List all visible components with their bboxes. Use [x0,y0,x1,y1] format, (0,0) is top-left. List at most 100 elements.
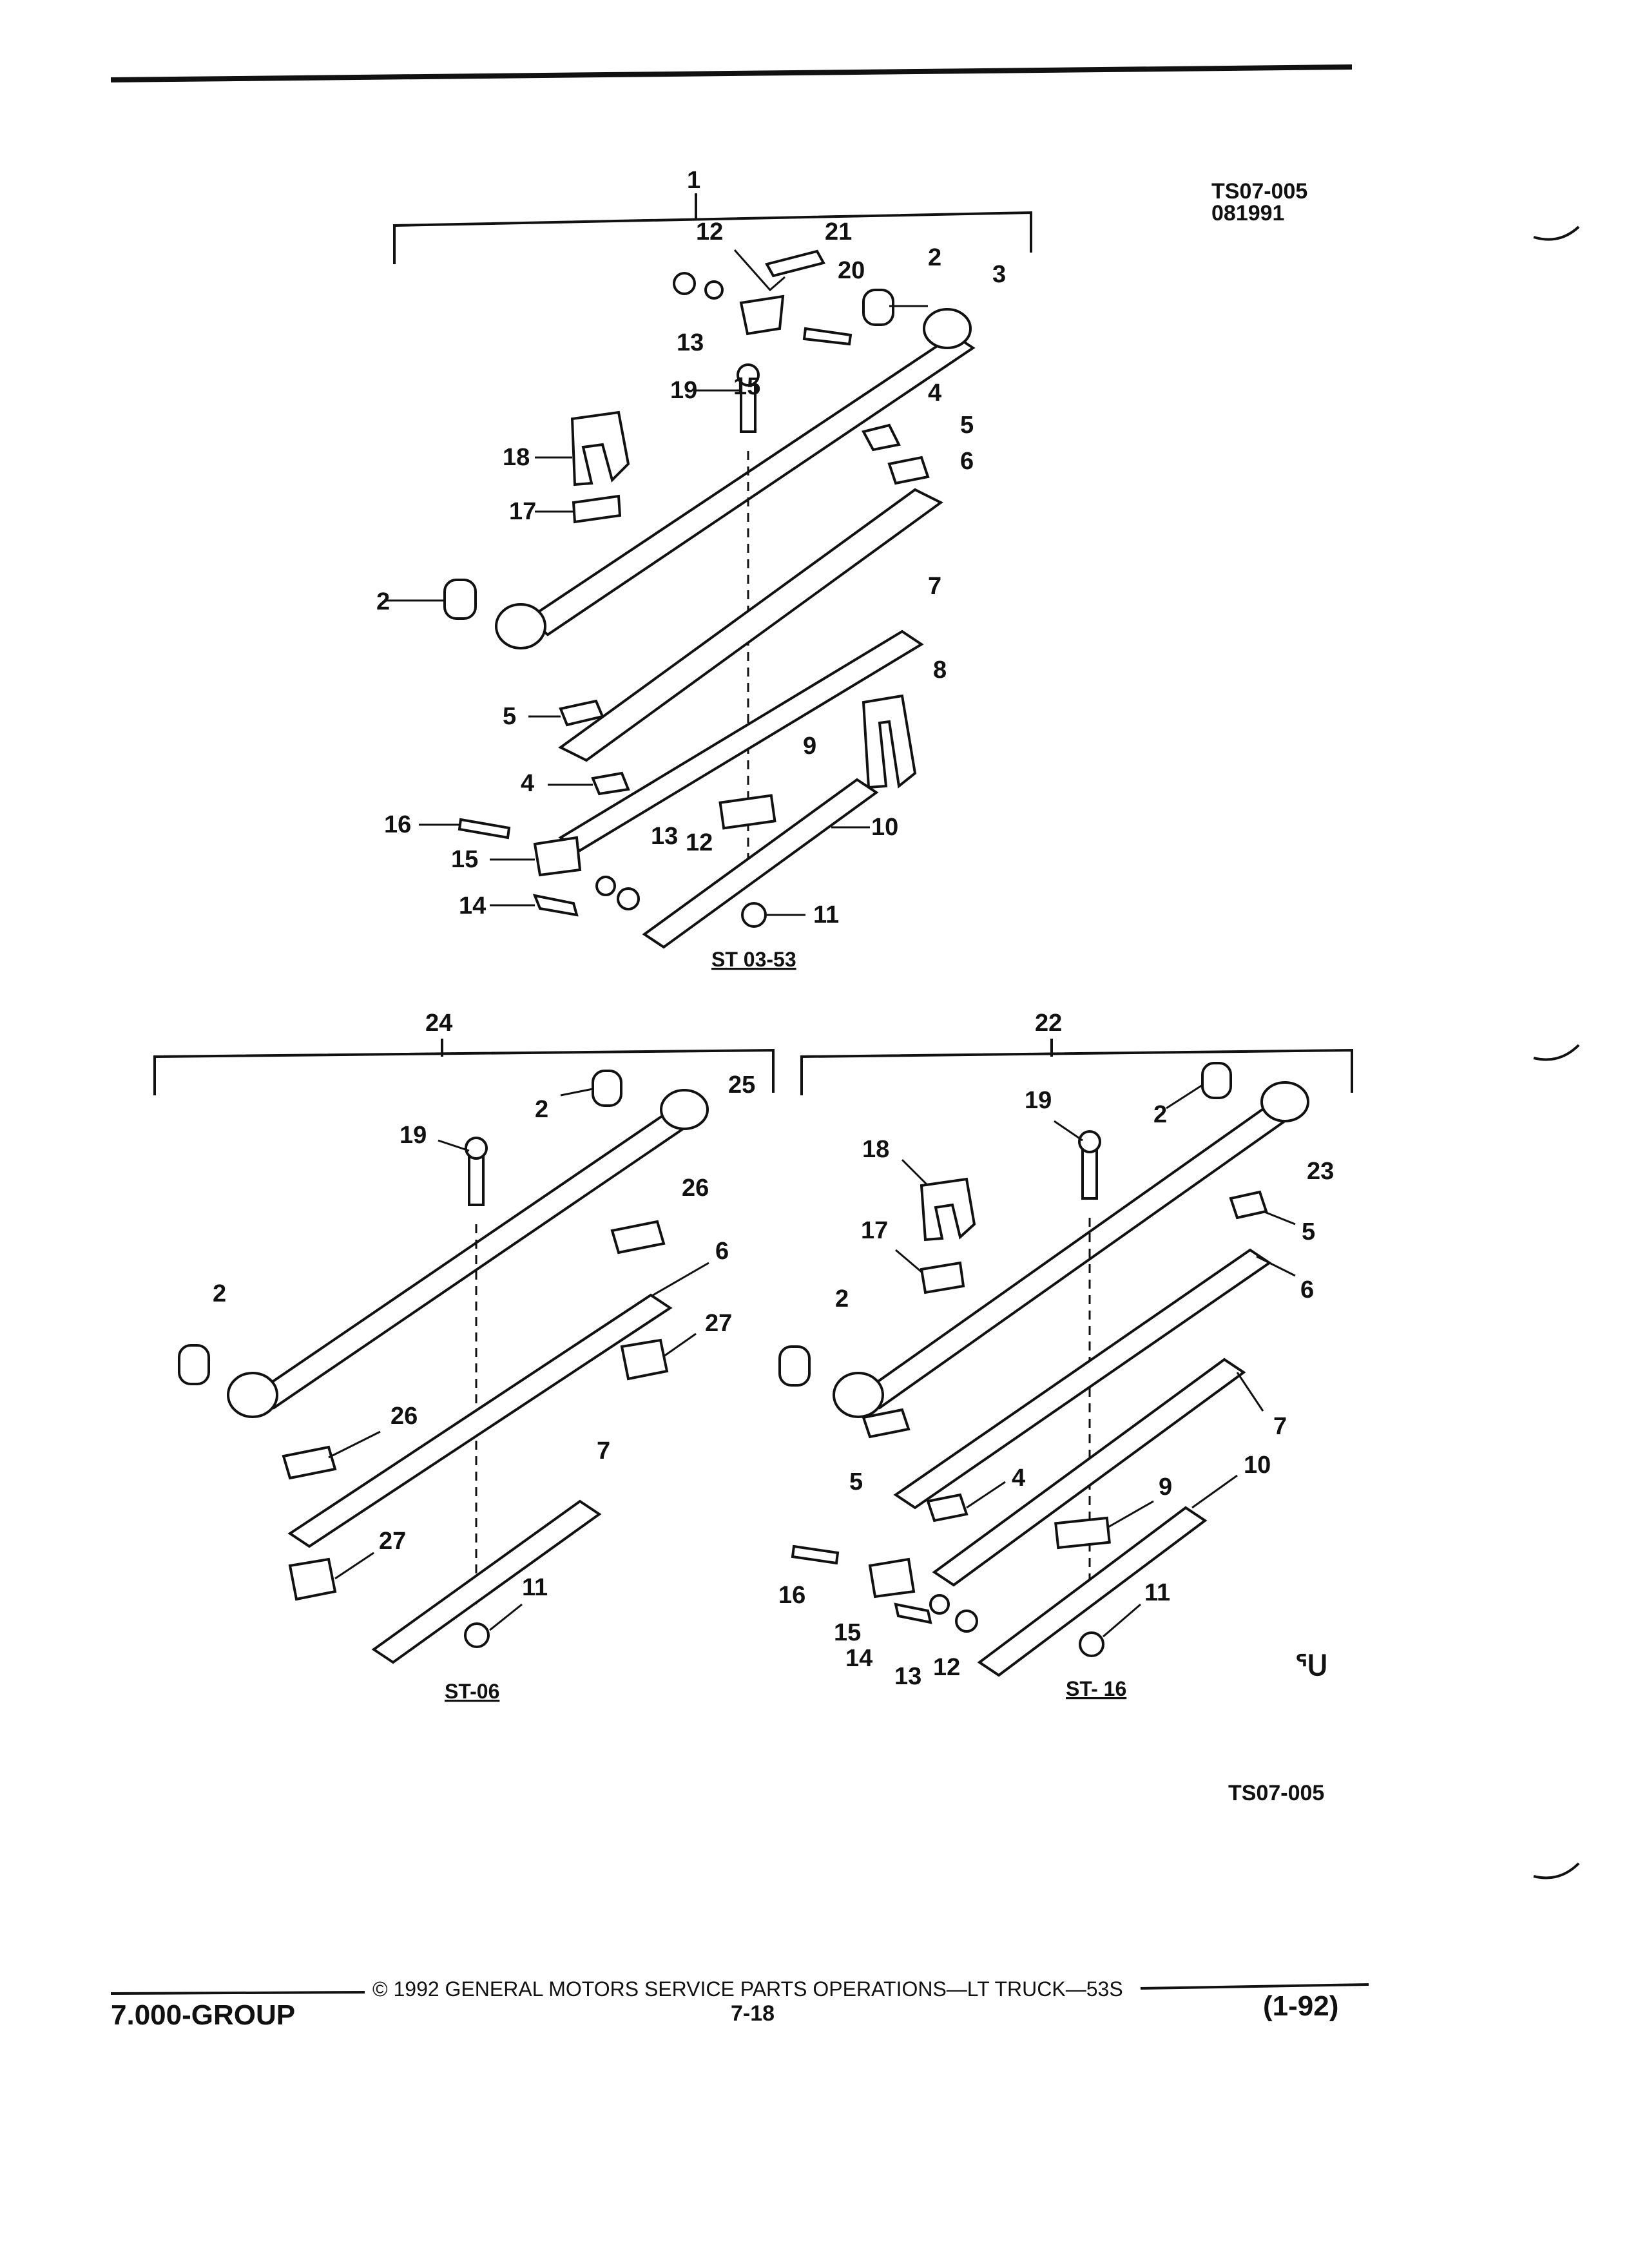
eye-bushing [660,1089,709,1130]
callout-number: 9 [803,733,816,760]
pad-5 [887,456,930,485]
binder-mark [1533,1044,1580,1061]
callout-number: 9 [1159,1474,1172,1501]
spacer-26 [282,1445,337,1480]
leaf-6 [287,1293,673,1548]
pad-4 [862,423,901,452]
eye-bushing [1260,1081,1309,1122]
shackle [533,836,582,877]
gm-logo: ᕐᑌ [1295,1650,1328,1682]
leader-line [663,1332,697,1358]
leader-line [1236,1372,1264,1412]
bushing [443,579,477,620]
clamp-8 [862,694,917,789]
footer-rule-right [1140,1983,1369,1990]
callout-number: 27 [705,1310,732,1337]
footer-copyright: © 1992 GENERAL MOTORS SERVICE PARTS OPER… [372,1977,1123,2001]
callout-number: 13 [677,329,704,356]
spacer-9 [718,794,776,830]
callout-number: 14 [459,892,486,919]
callout-number: 5 [849,1468,863,1495]
bushing [862,289,894,326]
callout-number: 11 [522,1574,548,1601]
bushing [778,1345,811,1387]
diagram-shape [465,1137,488,1160]
bracket-label: 1 [687,167,700,194]
leader-line [966,1481,1006,1509]
callout-number: 14 [845,1645,872,1672]
callout-number: 26 [682,1175,709,1202]
callout-number: 4 [928,380,941,407]
leader-line [328,1430,381,1459]
binder-mark [1533,226,1580,241]
footer-revision: (1-92) [1263,1990,1338,2022]
callout-number: 15 [451,846,478,873]
leader-line [560,1088,593,1097]
eye-bushing [833,1372,884,1418]
clamp [920,1177,976,1242]
callout-number: 10 [871,814,898,841]
spacer-9 [1054,1516,1111,1550]
footer-group: 7.000-GROUP [111,1999,295,2031]
leader-line [438,1139,470,1152]
callout-number: 18 [503,444,530,471]
callout-number: 2 [213,1280,226,1307]
callout-number: 7 [928,573,941,600]
binder-mark [1533,1862,1580,1879]
washer-icon [929,1594,950,1615]
callout-number: 20 [838,257,865,284]
bolt-icon [802,327,853,346]
washer-icon [595,876,616,896]
pin-icon [532,894,579,917]
callout-number: 4 [521,770,534,797]
callout-number: 6 [715,1238,729,1265]
footer-page: 7-18 [731,2001,775,2026]
shackle [868,1557,916,1599]
callout-number: 11 [1144,1579,1170,1606]
callout-number: 13 [894,1663,921,1690]
callout-number: 11 [813,901,839,928]
callout-number: 2 [928,244,941,271]
clamp-27 [288,1557,337,1601]
callout-number: 7 [597,1437,610,1465]
pin-icon [764,249,826,278]
eye-bushing [227,1372,278,1418]
eye-bushing [923,308,972,349]
pad-4 [591,771,630,796]
assembly-subtitle: ST-06 [445,1680,499,1703]
callout-number: 12 [933,1654,960,1681]
callout-number: 21 [825,218,852,245]
leader-line [1108,1500,1154,1528]
callout-number: 7 [1273,1413,1287,1440]
callout-number: 6 [960,448,974,475]
leaf-7 [371,1499,602,1664]
callout-number: 5 [1302,1218,1315,1245]
assembly-subtitle: ST 03-53 [711,948,796,971]
leader-line [901,1158,929,1187]
callout-number: 5 [960,412,974,439]
nut-icon [617,887,640,910]
leader-line [1256,1255,1296,1277]
bottom-ref-code: TS07-005 [1228,1781,1324,1805]
callout-number: 23 [1307,1158,1334,1185]
callout-number: 19 [400,1122,427,1149]
leader-line [1054,1120,1083,1142]
clamp-spacer [920,1261,965,1294]
assembly-subtitle: ST- 16 [1066,1677,1126,1700]
leader-line [895,1249,922,1273]
callout-number: 2 [376,588,390,615]
callout-number: 10 [1244,1452,1271,1479]
ref-date: 081991 [1211,201,1284,226]
washer-icon [704,280,724,300]
clamp-27 [620,1338,669,1381]
clamp-spacer [572,494,622,524]
leader-line [1103,1603,1141,1638]
diagram-shape [737,363,760,387]
ref-code: TS07-005 [1211,179,1307,204]
nut-icon [741,902,767,928]
callout-number: 3 [992,261,1006,288]
pin-icon [894,1602,932,1624]
callout-number: 2 [535,1096,548,1123]
top-rule [110,64,1353,82]
